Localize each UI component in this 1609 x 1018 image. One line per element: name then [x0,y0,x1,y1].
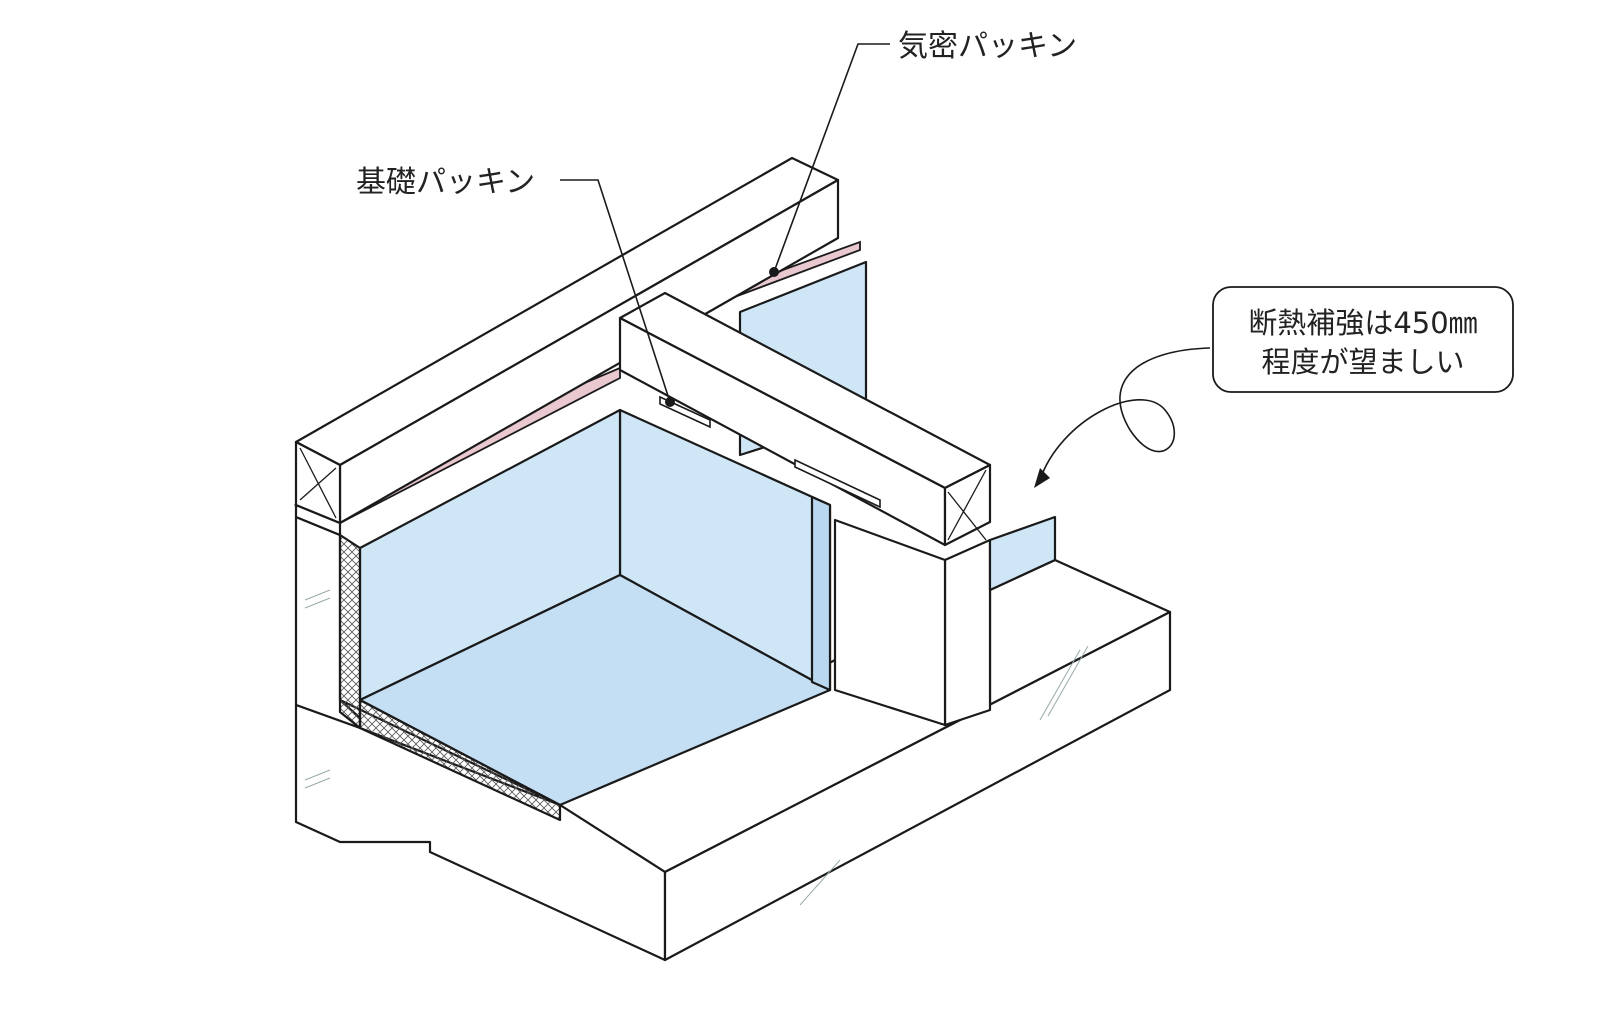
insulation-stem-board [810,495,832,692]
leader-dot [769,267,779,277]
beam-end-cross-mark [299,447,337,519]
insulation-edge-front [338,533,362,730]
insulation-edge-floor [358,698,562,822]
beam-end-cross-mark [947,469,987,541]
leader-airtight-packing [773,43,890,273]
note-line-2: 程度が望ましい [1261,345,1464,379]
stem-wall-side [943,538,992,727]
leader-foundation-packing [560,179,671,403]
label-foundation-packing: 基礎パッキン [356,165,535,200]
note-callout-box [1212,286,1514,393]
leader-dot [665,397,675,407]
anchor-slot [794,458,881,509]
footing-side-face [663,610,1172,962]
label-airtight-packing: 気密パッキン [898,29,1077,64]
insulation-floor-right [988,515,1057,592]
leader-note-arrow [1039,347,1211,481]
note-line-1: 断熱補強は450㎜ [1248,306,1477,340]
arrowhead [1034,468,1050,488]
stem-wall-front [833,518,947,727]
